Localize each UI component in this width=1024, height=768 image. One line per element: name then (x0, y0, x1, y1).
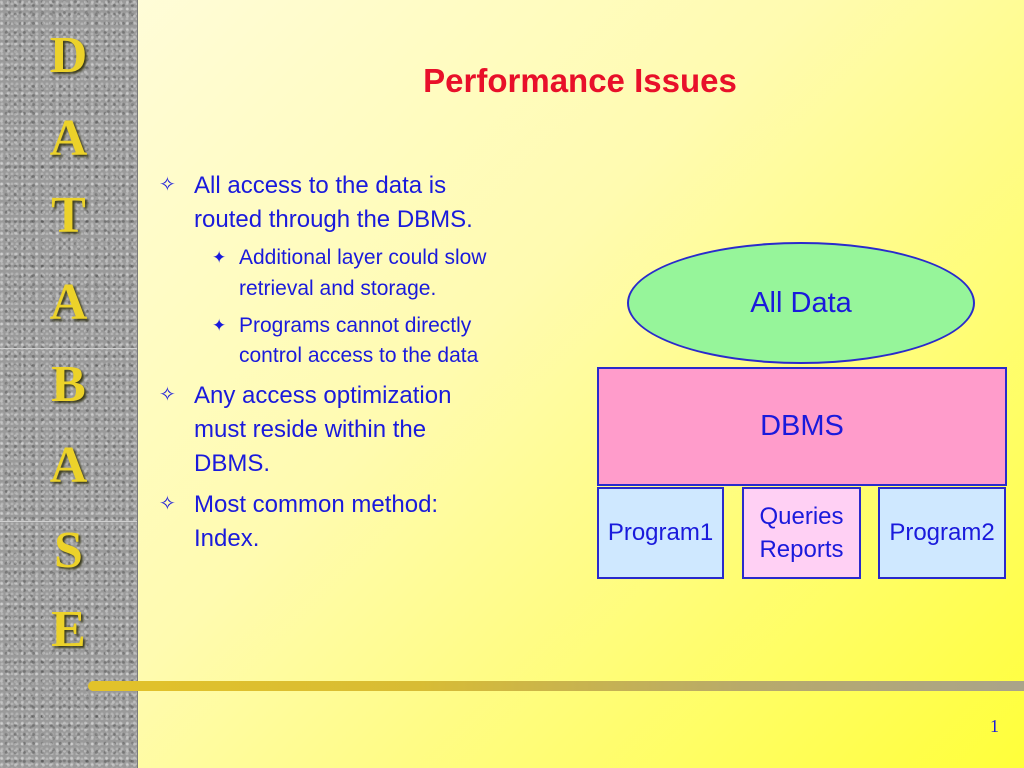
dbms-label: DBMS (760, 410, 844, 442)
bullet-marker-icon: ✧ (159, 493, 176, 515)
reports-label: Reports (759, 536, 844, 563)
program2-box: Program2 (878, 487, 1006, 579)
dbms-box: DBMS (597, 367, 1007, 486)
all-data-label: All Data (750, 286, 852, 319)
bullet-text: DBMS. (194, 450, 271, 477)
queries-label: Queries (759, 503, 844, 530)
bullet-marker-icon: ✧ (159, 174, 176, 196)
program1-label: Program1 (607, 519, 714, 546)
program2-label: Program2 (889, 519, 995, 546)
sub-bullet-marker-icon: ✦ (212, 316, 227, 335)
sidebar-letter: A (49, 110, 88, 167)
sub-bullet-text: Programs cannot directly (239, 314, 472, 337)
footer-rule (92, 681, 1024, 691)
sub-bullet-marker-icon: ✦ (212, 248, 227, 267)
bullet-text: must reside within the (194, 416, 427, 443)
sub-bullet-text: retrieval and storage. (239, 277, 437, 300)
queries-reports-box: Queries Reports (742, 487, 861, 579)
sidebar-letter: A (49, 274, 88, 331)
bullet-text: All access to the data is (194, 172, 447, 199)
sidebar-letter: B (51, 356, 86, 413)
sidebar-divider (0, 521, 137, 522)
sidebar-letter: A (49, 437, 88, 494)
sub-bullet-text: Additional layer could slow (239, 246, 487, 269)
bullet-text: Most common method: (194, 491, 439, 518)
page-number: 1 (990, 716, 999, 736)
sidebar-panel: D A T A B A S E (0, 0, 138, 768)
bullet-text: routed through the DBMS. (194, 206, 473, 233)
sidebar-letter: S (54, 522, 83, 579)
all-data-ellipse: All Data (627, 242, 975, 364)
sidebar-letter: E (51, 601, 86, 658)
sidebar-divider (0, 348, 137, 349)
sidebar-letter: T (51, 187, 86, 244)
program1-box: Program1 (597, 487, 724, 579)
bullet-text: Index. (194, 525, 260, 552)
bullet-text: Any access optimization (194, 382, 452, 409)
sub-bullet-text: control access to the data (239, 344, 479, 367)
sidebar-letter: D (49, 27, 88, 84)
bullet-marker-icon: ✧ (159, 384, 176, 406)
slide-title: Performance Issues (423, 62, 737, 99)
